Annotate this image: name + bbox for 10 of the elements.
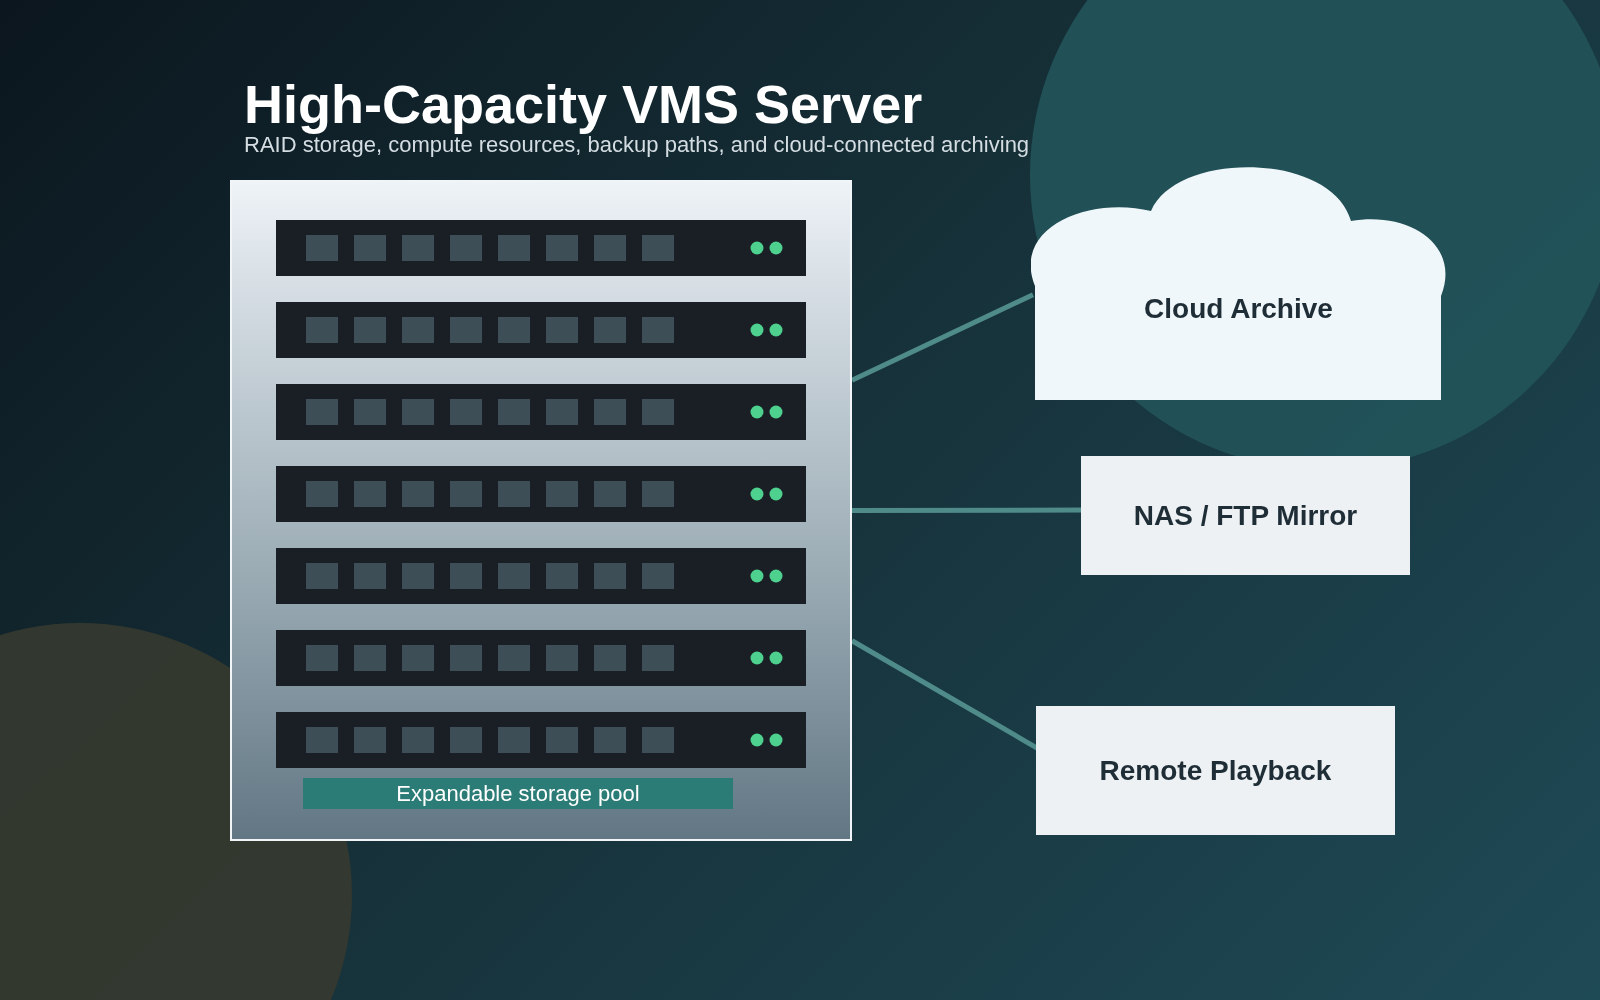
node-label: NAS / FTP Mirror bbox=[1132, 499, 1359, 532]
connector-line bbox=[852, 507, 1083, 513]
destination-box bbox=[1081, 456, 1410, 575]
cloud-shape bbox=[1031, 166, 1446, 400]
diagram-title: High-Capacity VMS Server bbox=[244, 76, 923, 133]
storage-pool-band: Expandable storage pool bbox=[303, 778, 733, 809]
node-label: Cloud Archive bbox=[1143, 292, 1334, 325]
node-label: Remote Playback bbox=[1098, 754, 1333, 787]
server-rack bbox=[230, 180, 852, 841]
destination-box bbox=[1036, 706, 1395, 835]
